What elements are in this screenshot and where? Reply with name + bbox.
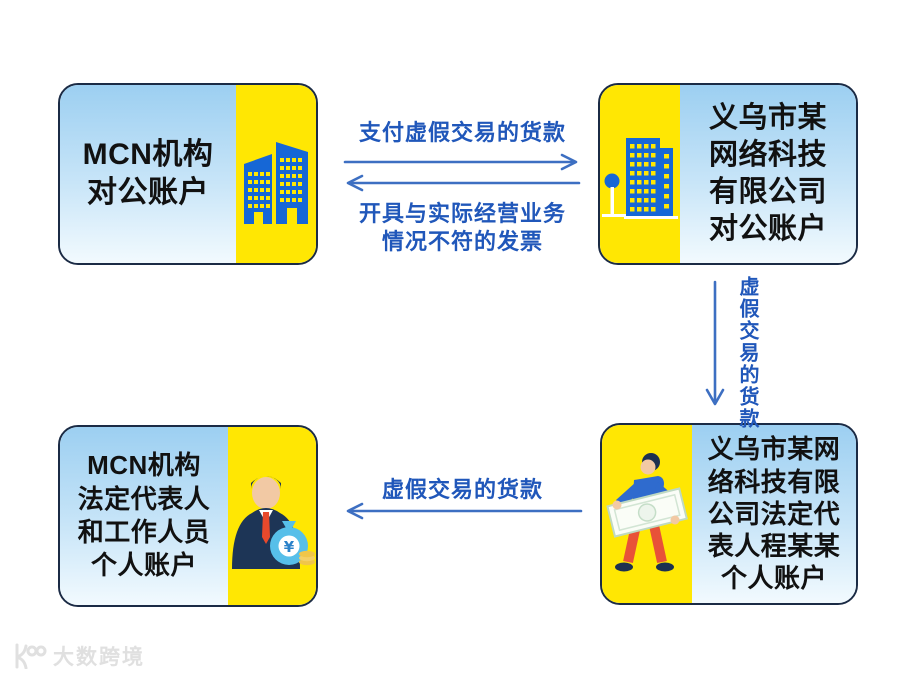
office-buildings-icon [244, 142, 308, 224]
box-mcn-personal-accounts: MCN机构 法定代表人 和工作人员 个人账户 ¥ [58, 425, 318, 607]
yiwu-personal-icon-panel [602, 425, 692, 603]
box-yiwu-corporate-account: 义乌市某 网络科技 有限公司 对公账户 [598, 83, 858, 265]
watermark: 大数跨境 [13, 641, 145, 671]
box-text-line: 公司法定代 [707, 498, 841, 529]
box-text-line: 义乌市某网 [707, 434, 841, 465]
arrow-down-icon [705, 280, 725, 406]
box-text-line: 有限公司 [708, 176, 827, 208]
box-text-line: 对公账户 [708, 213, 827, 246]
box-text-line: 对公账户 [86, 176, 209, 209]
watermark-logo-icon [15, 643, 47, 669]
arrow-left-icon [346, 174, 581, 192]
man-carrying-banknote-icon [606, 453, 688, 572]
box-text-line: 个人账户 [90, 550, 197, 581]
box-yiwu-personal-account: 义乌市某网 络科技有限 公司法定代 表人程某某 个人账户 [600, 423, 858, 605]
yiwu-personal-text-panel: 义乌市某网 络科技有限 公司法定代 表人程某某 个人账户 [692, 425, 856, 603]
mcn-corporate-label: MCN机构 对公账户 [83, 136, 214, 213]
mcn-personal-text-panel: MCN机构 法定代表人 和工作人员 个人账户 [60, 427, 228, 605]
mcn-corporate-text-panel: MCN机构 对公账户 [60, 85, 236, 263]
box-text-line: 义乌市某 [708, 101, 827, 134]
mcn-corporate-icon-panel [236, 85, 316, 263]
yiwu-personal-label: 义乌市某网 络科技有限 公司法定代 表人程某某 个人账户 [708, 433, 841, 594]
box-text-line: MCN机构 [82, 137, 214, 171]
box-text-line: 网络科技 [708, 138, 827, 171]
label-bottom-fake-goods: 虚假交易的货款 [381, 477, 543, 502]
businessman-moneybag-icon: ¥ [232, 476, 315, 569]
mcn-personal-label: MCN机构 法定代表人 和工作人员 个人账户 [78, 449, 211, 582]
label-invoice-line1: 开具与实际经营业务 [358, 201, 566, 226]
box-text-line: 法定代表人 [77, 483, 211, 514]
mcn-personal-icon-panel: ¥ [228, 427, 316, 605]
box-text-line: 和工作人员 [77, 517, 211, 547]
box-text-line: MCN机构 [87, 450, 201, 481]
box-text-line: 络科技有限 [707, 466, 841, 497]
office-building-street-icon [602, 138, 678, 219]
label-vertical-fake-goods: 虚假交易的货款 [736, 276, 758, 430]
watermark-text: 大数跨境 [53, 646, 145, 669]
arrow-right-icon [343, 153, 578, 171]
box-text-line: 个人账户 [720, 563, 827, 594]
box-text-line: 表人程某某 [707, 531, 841, 562]
svg-text:¥: ¥ [284, 538, 295, 556]
box-mcn-corporate-account: MCN机构 对公账户 [58, 83, 318, 265]
label-pay-fake-goods: 支付虚假交易的货款 [358, 120, 566, 145]
yiwu-corporate-text-panel: 义乌市某 网络科技 有限公司 对公账户 [680, 85, 856, 263]
label-invoice-line2: 情况不符的发票 [381, 229, 543, 254]
yiwu-corporate-label: 义乌市某 网络科技 有限公司 对公账户 [709, 100, 827, 248]
yiwu-corporate-icon-panel [600, 85, 680, 263]
arrow-left-bottom-icon [346, 502, 583, 520]
